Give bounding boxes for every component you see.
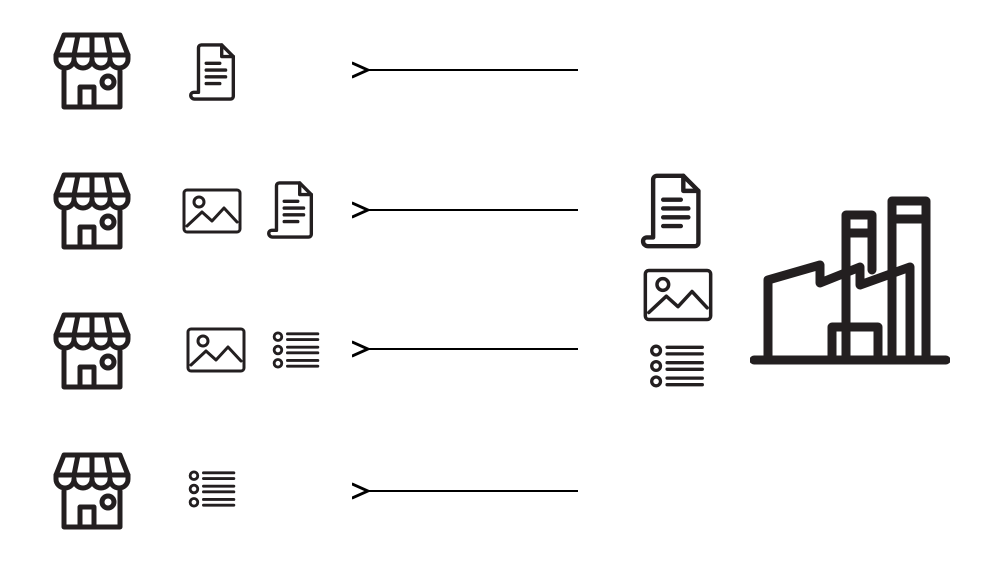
document-icon [640,172,704,250]
factory-icon [750,195,950,365]
store-icon [52,30,132,112]
image-icon [182,188,242,234]
list-icon [272,331,320,369]
list-icon [648,344,706,388]
store-icon [52,310,132,392]
image-icon [186,327,246,373]
image-icon [643,268,713,322]
document-icon [266,180,316,240]
list-icon [188,470,236,508]
flow-arrow [360,200,580,220]
document-icon [188,42,238,102]
flow-arrow [360,60,580,80]
store-icon [52,450,132,532]
store-icon [52,170,132,252]
flow-arrow [360,481,580,501]
flow-arrow [360,339,580,359]
